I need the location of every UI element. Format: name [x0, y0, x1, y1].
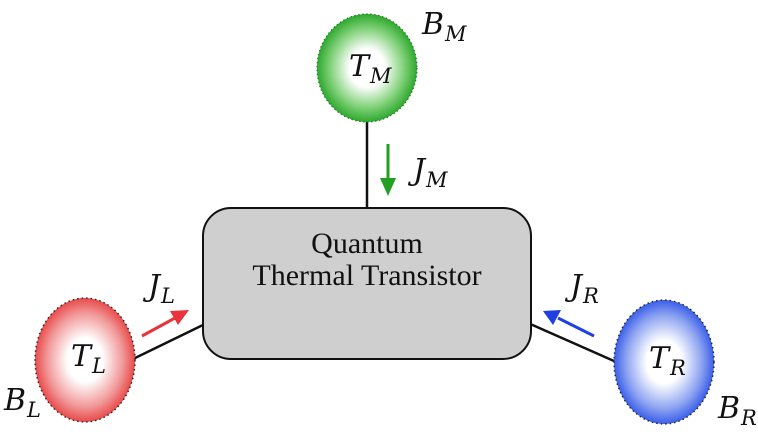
wire-left: [132, 322, 206, 361]
bath-label-right: BR: [718, 391, 757, 430]
current-label-right: JR: [570, 269, 599, 308]
box-title-line2: Thermal Transistor: [252, 259, 482, 292]
box-title: Quantum Thermal Transistor: [203, 228, 531, 292]
bath-label-middle: BM: [422, 7, 467, 46]
quantum-thermal-transistor-box: [202, 207, 532, 360]
temp-label-right: TR: [649, 341, 686, 380]
current-label-middle: JM: [413, 153, 448, 192]
arrow-left-up-icon: [543, 310, 595, 338]
bath-label-left: BL: [4, 383, 41, 422]
temp-label-left: TL: [71, 339, 106, 378]
wire-right: [527, 321, 615, 363]
bath-right: [613, 299, 715, 425]
current-label-left: JL: [148, 269, 175, 308]
box-title-line1: Quantum: [311, 227, 423, 260]
bath-left: [34, 297, 136, 423]
bath-middle: [316, 13, 418, 123]
arrow-down-icon: [380, 144, 396, 196]
temp-label-middle: TM: [349, 49, 392, 88]
arrow-right-up-icon: [141, 310, 189, 338]
